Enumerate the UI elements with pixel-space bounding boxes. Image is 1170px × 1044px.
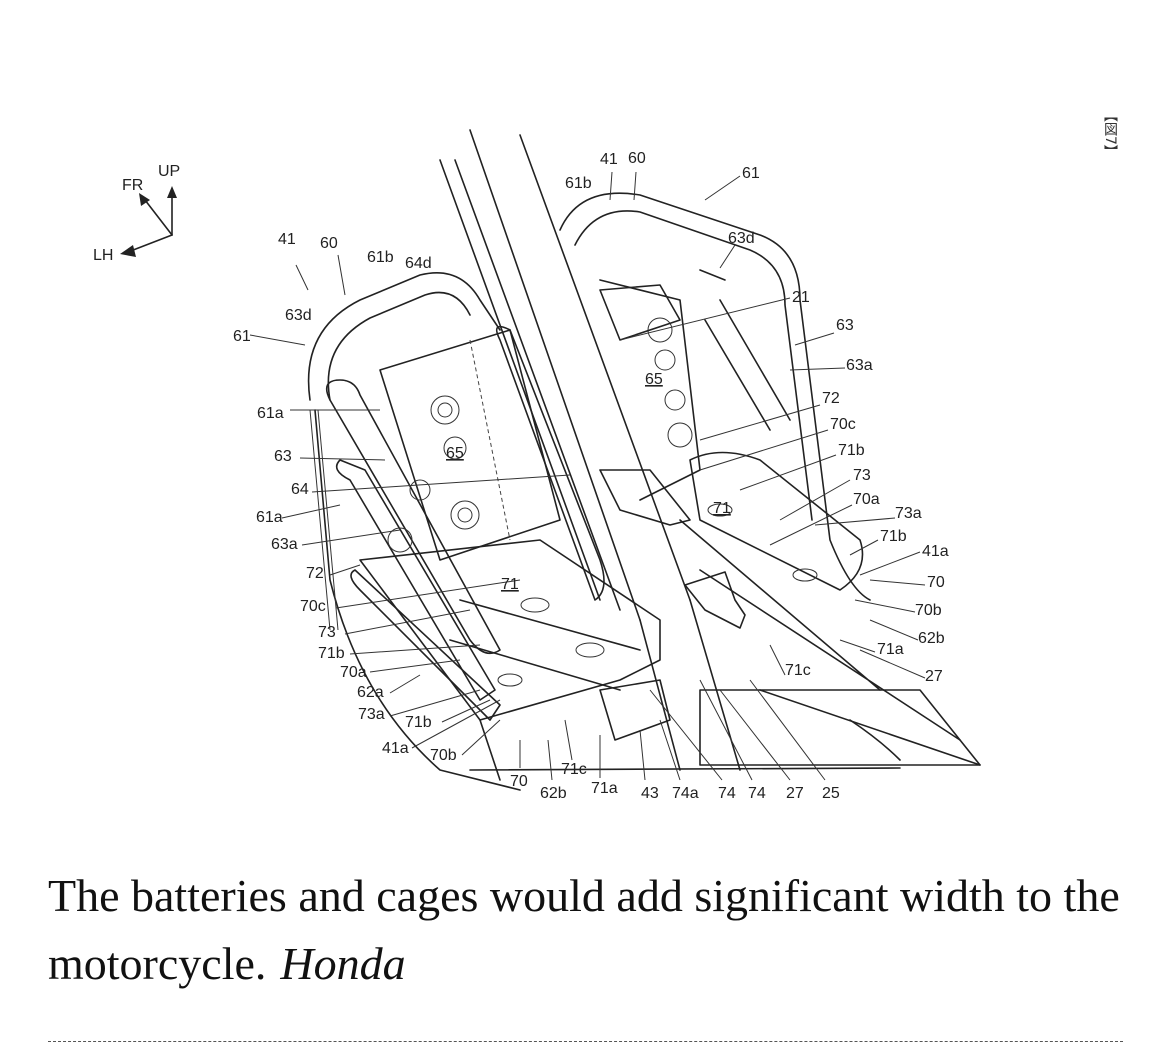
ref-label: 61b xyxy=(367,249,394,266)
compass-lh: LH xyxy=(93,247,113,264)
ref-label: 71 xyxy=(713,500,731,517)
ref-label: 71c xyxy=(785,662,811,679)
ref-label: 70c xyxy=(300,598,326,615)
ref-label: 60 xyxy=(320,235,338,252)
ref-label: 27 xyxy=(925,668,943,685)
ref-label: 63a xyxy=(846,357,873,374)
ref-label: 71a xyxy=(877,641,904,658)
ref-label: 27 xyxy=(786,785,804,802)
caption-text: The batteries and cages would add signif… xyxy=(48,870,1120,989)
ref-label: 41 xyxy=(600,151,618,168)
ref-label: 71a xyxy=(591,780,618,797)
ref-label: 71b xyxy=(405,714,432,731)
ref-label: 70 xyxy=(927,574,945,591)
ref-label: 41a xyxy=(922,543,949,560)
ref-label: 73a xyxy=(895,505,922,522)
ref-label: 61 xyxy=(233,328,251,345)
ref-label: 61b xyxy=(565,175,592,192)
ref-label: 41a xyxy=(382,740,409,757)
ref-label: 62b xyxy=(540,785,567,802)
ref-label: 71b xyxy=(880,528,907,545)
ref-label: 61 xyxy=(742,165,760,182)
ref-label: 71 xyxy=(501,576,519,593)
ref-label: 71c xyxy=(561,761,587,778)
ref-label: 73 xyxy=(318,624,336,641)
ref-label: 72 xyxy=(822,390,840,407)
ref-label: 25 xyxy=(822,785,840,802)
compass-fr: FR xyxy=(122,177,143,194)
caption-credit: Honda xyxy=(280,938,406,989)
ref-label: 70c xyxy=(830,416,856,433)
ref-label: 70b xyxy=(915,602,942,619)
ref-label: 73a xyxy=(358,706,385,723)
ref-label: 74 xyxy=(748,785,766,802)
ref-label: 63d xyxy=(285,307,312,324)
ref-label: 63 xyxy=(274,448,292,465)
ref-label: 63d xyxy=(728,230,755,247)
ref-label: 70a xyxy=(340,664,367,681)
figure-number-tag: 【図7】 xyxy=(1102,108,1118,159)
ref-label: 71b xyxy=(838,442,865,459)
battery-cage-drawing xyxy=(249,129,981,791)
ref-label: 61a xyxy=(257,405,284,422)
ref-label: 62b xyxy=(918,630,945,647)
reference-labels: 41 60 61b 61 63d 21 63 63a 65 72 70c 71b… xyxy=(233,150,949,802)
ref-label: 64 xyxy=(291,481,309,498)
ref-label: 70a xyxy=(853,491,880,508)
ref-label: 41 xyxy=(278,231,296,248)
ref-label: 72 xyxy=(306,565,324,582)
ref-label: 60 xyxy=(628,150,646,167)
ref-label: 21 xyxy=(792,289,810,306)
ref-label: 43 xyxy=(641,785,659,802)
compass-up: UP xyxy=(158,163,180,180)
ref-label: 70 xyxy=(510,773,528,790)
ref-label: 61a xyxy=(256,509,283,526)
ref-label: 65 xyxy=(446,445,464,462)
ref-label: 65 xyxy=(645,371,663,388)
ref-label: 63a xyxy=(271,536,298,553)
ref-label: 74 xyxy=(718,785,736,802)
ref-label: 63 xyxy=(836,317,854,334)
ref-label: 74a xyxy=(672,785,699,802)
ref-label: 62a xyxy=(357,684,384,701)
ref-label: 71b xyxy=(318,645,345,662)
ref-label: 70b xyxy=(430,747,457,764)
dotted-divider xyxy=(48,1041,1123,1042)
direction-compass: FR UP LH xyxy=(93,163,180,264)
image-caption: The batteries and cages would add signif… xyxy=(48,862,1128,998)
patent-diagram: FR UP LH xyxy=(93,129,981,802)
ref-label: 64d xyxy=(405,255,432,272)
ref-label: 73 xyxy=(853,467,871,484)
